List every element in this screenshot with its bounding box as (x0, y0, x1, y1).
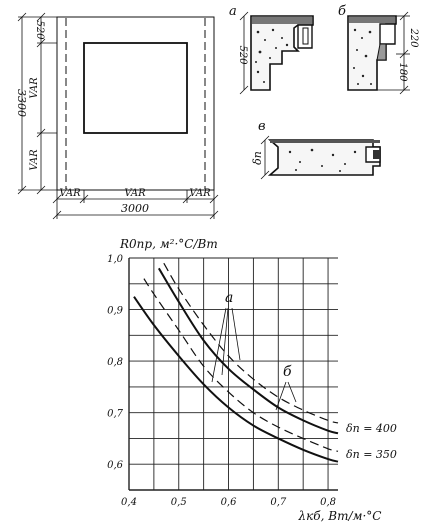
detail-v-dim: δп (251, 151, 264, 165)
y-tick-label: 0,9 (107, 306, 124, 317)
detail-v-label: в (258, 119, 266, 134)
y-tick-label: 0,8 (107, 357, 123, 368)
y-tick-label: 0,6 (107, 460, 124, 471)
dim-tick-2 (36, 38, 46, 48)
series-line-3-dashed (163, 262, 339, 424)
detail-v-section (267, 139, 381, 176)
dim-tick-h1 (52, 194, 62, 204)
annotation-b-leader-1 (275, 381, 287, 411)
detail-b-insulation (349, 17, 395, 23)
series-line-4-dashed (143, 278, 339, 452)
x-tick-label: 0,5 (171, 497, 187, 508)
detail-v-dim-tick-bottom (260, 170, 270, 180)
detail-b-wedge (376, 43, 387, 61)
annotation-a: a (225, 290, 233, 306)
detail-a-label: a (229, 4, 237, 19)
annotation-a-leader-1 (221, 307, 229, 376)
chart-grid (128, 257, 338, 491)
x-tick-label: 0,6 (221, 497, 238, 508)
dim-tick-4 (36, 185, 46, 195)
detail-a-section (250, 15, 314, 91)
y-tick-label: 0,7 (107, 409, 124, 420)
window-opening (83, 42, 188, 134)
curve-label-400: δп = 400 (346, 422, 397, 435)
x-tick-label: 0,8 (320, 497, 336, 508)
detail-a-dim-tick-top (239, 11, 249, 21)
panel-elevation: 3300 520 VAR VAR VAR VAR VAR 3000 (15, 12, 219, 220)
dim-tick-h2 (79, 194, 89, 204)
detail-b-dim-bottom: 180 (397, 62, 408, 82)
x-tick-label: 0,7 (270, 497, 287, 508)
detail-a-dim-tick-bottom (239, 85, 249, 95)
dim-height-top: 520 (34, 20, 45, 40)
series-line-1-solid (157, 267, 339, 435)
detail-b-dim-tick-3 (399, 85, 409, 95)
detail-b: б 180 220 (338, 4, 419, 95)
detail-a-insulation (252, 17, 312, 24)
dim-height-total: 3300 (15, 89, 28, 117)
detail-v-dim-tick-top (260, 135, 270, 145)
dim-tick-6 (17, 185, 27, 195)
detail-a: a 520 (229, 4, 314, 95)
dim-tick-h5 (52, 210, 62, 220)
dim-tick-h6 (209, 210, 219, 220)
dim-tick-h4 (209, 194, 219, 204)
dim-width-total: 3000 (121, 202, 149, 215)
detail-b-dim-top: 220 (408, 27, 419, 48)
detail-v: в δп (251, 119, 381, 180)
detail-b-dim-tick-1 (399, 11, 409, 21)
detail-b-label: б (338, 4, 346, 19)
detail-a-dim: 520 (237, 45, 248, 65)
annotation-a-leader-2 (231, 307, 241, 361)
detail-b-aggregate (353, 28, 372, 85)
detail-b-frame (379, 23, 396, 45)
chart-ticks: 0,4 0,5 0,6 0,7 0,8 0,6 0,7 0,8 0,9 1,0 (107, 254, 336, 508)
dim-width-right: VAR (189, 188, 211, 199)
dim-height-var-upper: VAR (29, 77, 40, 99)
dim-tick-3 (36, 128, 46, 138)
dim-width-mid: VAR (124, 188, 146, 199)
y-tick-label: 1,0 (107, 254, 124, 265)
detail-v-frame-dark (373, 150, 380, 159)
x-tick-label: 0,4 (121, 497, 137, 508)
detail-b-dim-tick-2 (399, 49, 409, 59)
dim-width-left: VAR (59, 188, 81, 199)
dim-tick-h3 (182, 194, 192, 204)
dim-tick-1 (36, 12, 46, 22)
curve-label-350: δп = 350 (346, 448, 397, 461)
detail-v-edge-strip (270, 140, 380, 143)
annotation-a-leader-3 (211, 307, 227, 383)
chart: 0,4 0,5 0,6 0,7 0,8 0,6 0,7 0,8 0,9 1,0 R0пр, м²·… (107, 237, 397, 523)
dim-height-var-lower: VAR (29, 149, 40, 171)
panel-outline (56, 16, 215, 191)
detail-v-aggregate (288, 148, 357, 172)
annotation-b-leader-2 (287, 381, 297, 403)
chart-series (133, 262, 339, 463)
detail-a-aggregate (255, 28, 289, 83)
chart-xlabel: λкб, Вт/м·°С (298, 509, 382, 523)
series-line-2-solid (133, 296, 339, 463)
dim-tick-5 (17, 12, 27, 22)
annotation-b: б (283, 364, 292, 380)
detail-a-frame-hatch (302, 27, 309, 45)
chart-ylabel: R0пр, м²·°С/Вт (119, 237, 218, 251)
